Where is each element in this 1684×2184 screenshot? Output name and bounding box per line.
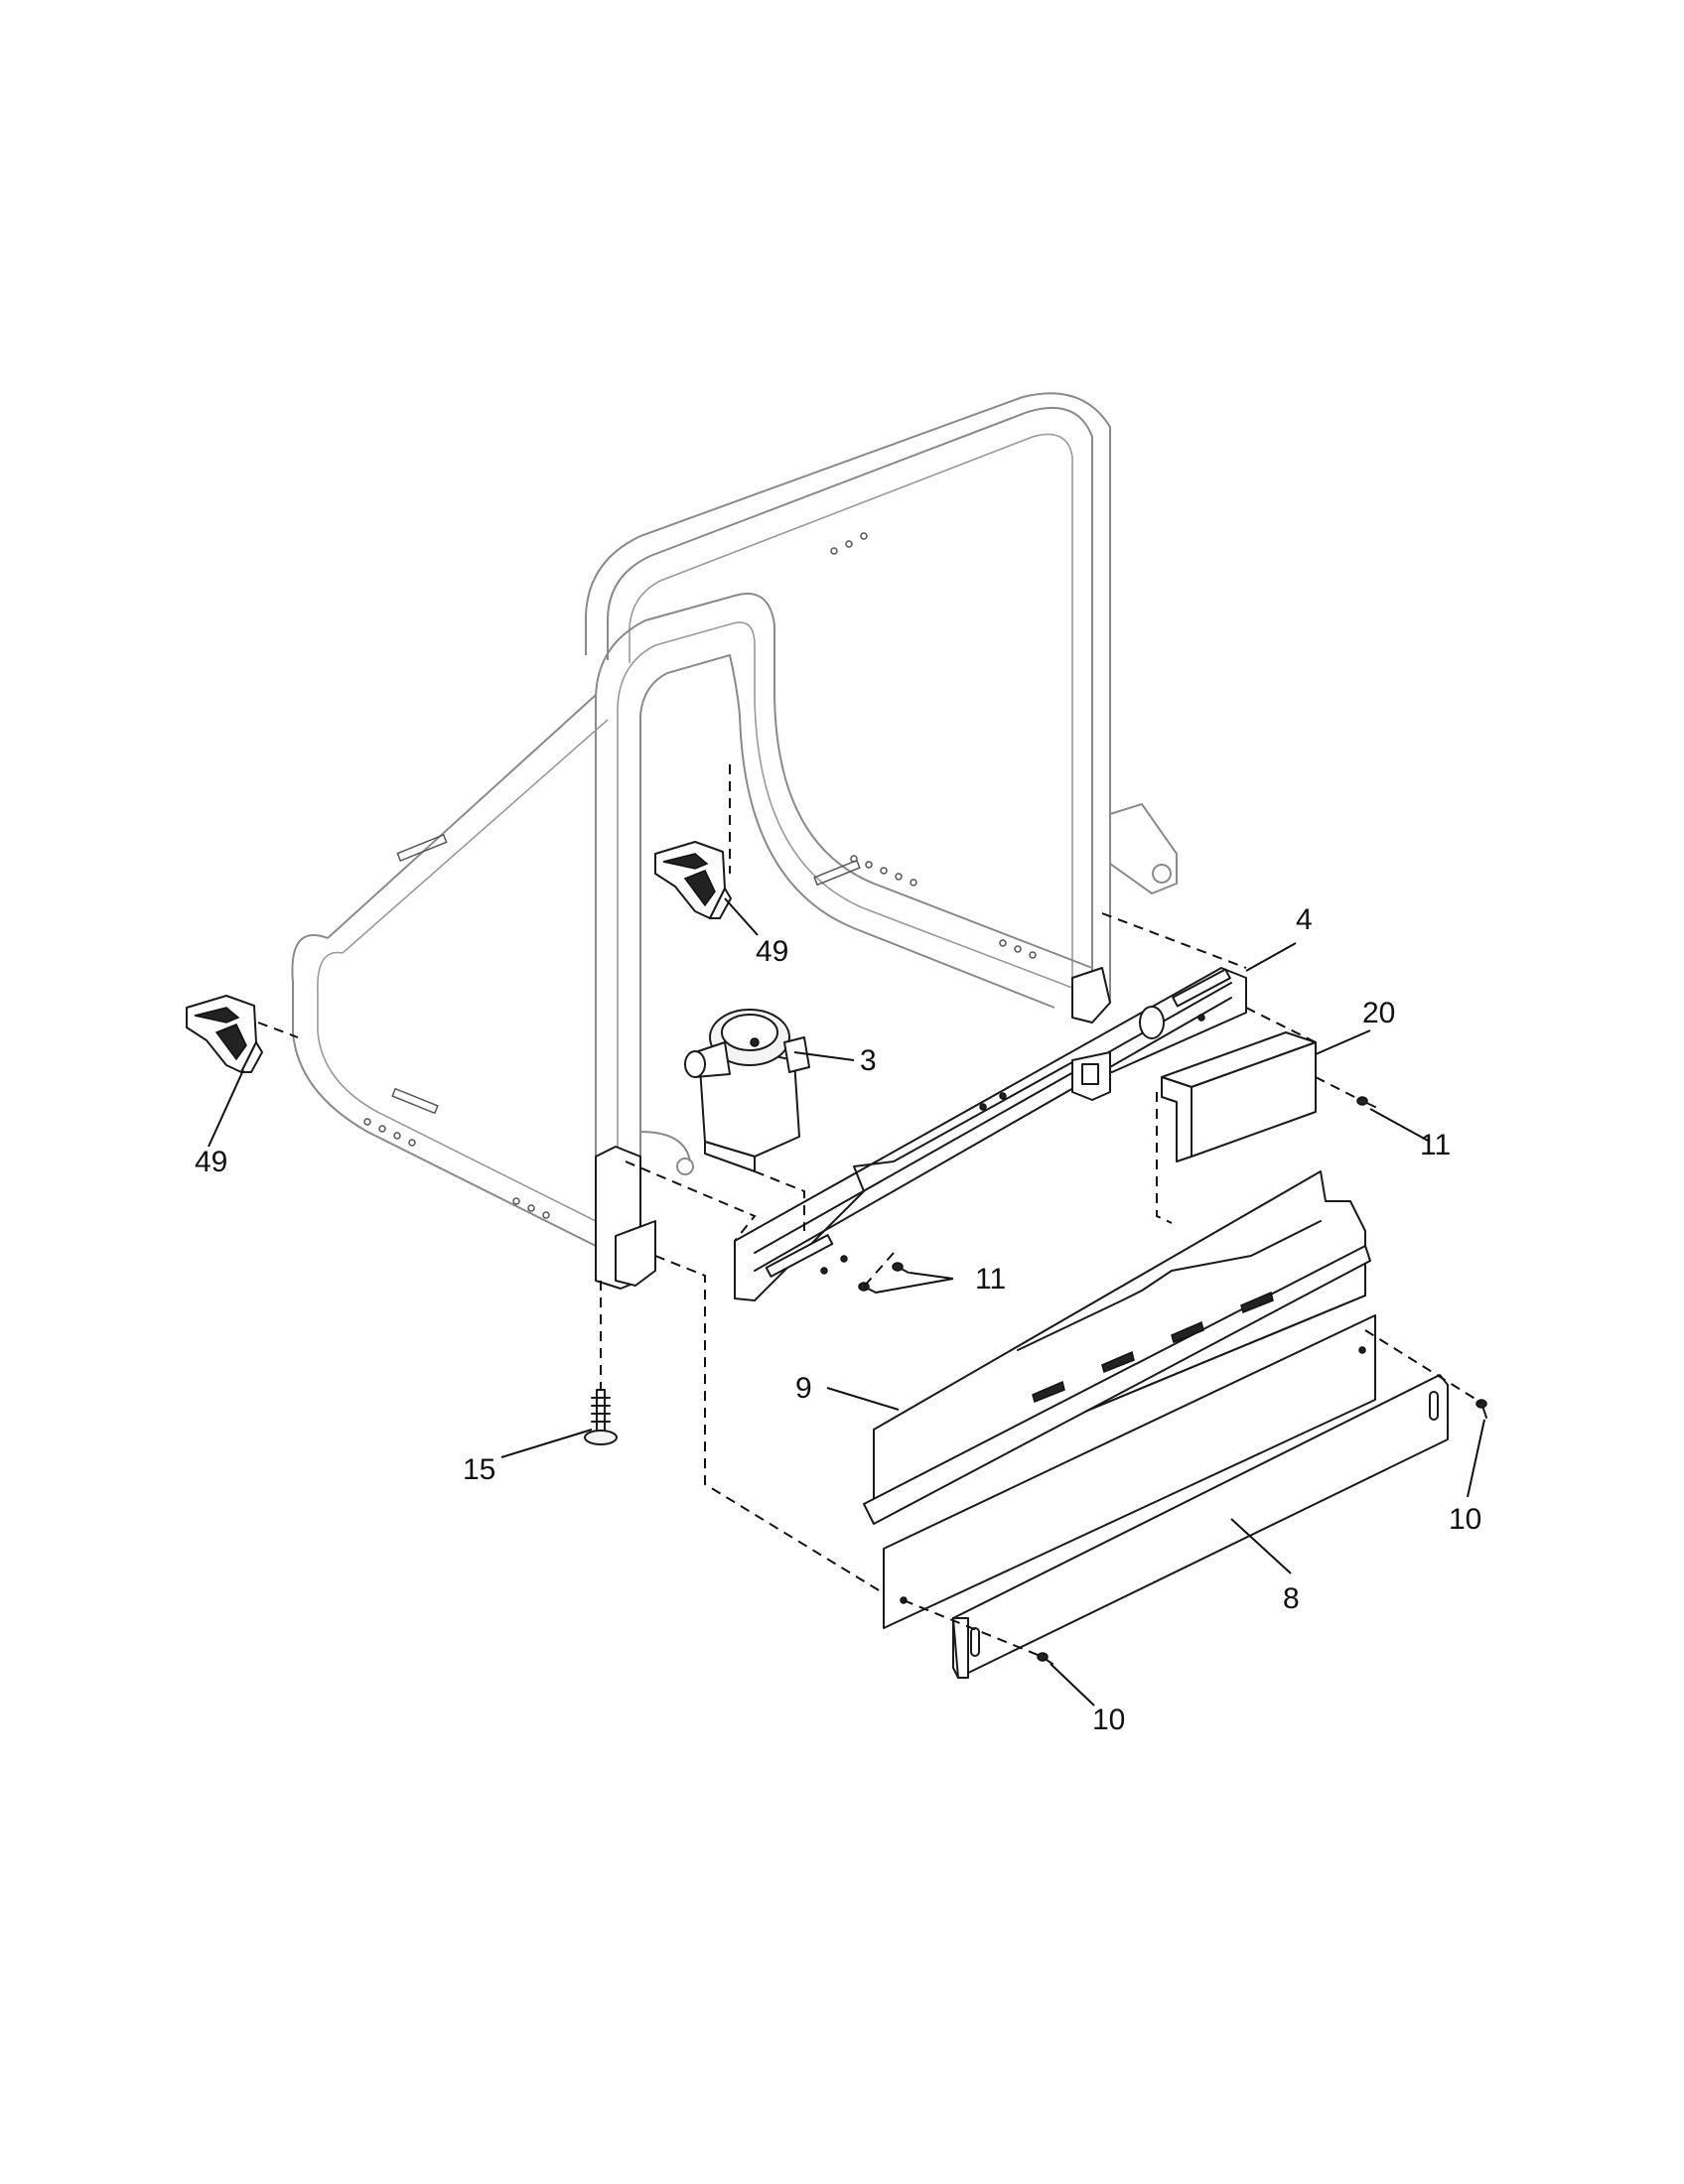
toe-panel [883, 1314, 1449, 1679]
leveling-foot-left [186, 995, 263, 1073]
leader-lines [208, 897, 1485, 1706]
callout-15: 15 [463, 1453, 495, 1486]
leveling-foot-upper [654, 841, 732, 919]
callout-8: 8 [1283, 1582, 1300, 1615]
callout-11-right: 11 [1420, 1129, 1451, 1161]
callout-9: 9 [795, 1372, 812, 1405]
alignment-lines [257, 764, 1482, 1658]
callout-20: 20 [1362, 997, 1395, 1029]
screw-10-right [1475, 1399, 1487, 1419]
screw-11-lower-a [892, 1262, 910, 1274]
callout-11-lower: 11 [975, 1263, 1006, 1296]
callout-10-bottom: 10 [1092, 1704, 1125, 1736]
callout-49-left: 49 [195, 1146, 227, 1178]
water-valve [684, 1009, 810, 1172]
callout-4: 4 [1296, 903, 1313, 936]
screw-11-right [1356, 1096, 1376, 1108]
baffle-panel [863, 1170, 1371, 1525]
callout-49-upper: 49 [756, 935, 788, 968]
channel-cover [1161, 1031, 1317, 1162]
screw-10-bottom [1037, 1652, 1053, 1665]
front-rail-bracket [734, 967, 1247, 1301]
callout-10-right: 10 [1449, 1503, 1481, 1536]
leveling-leg [584, 1389, 618, 1445]
callout-3: 3 [860, 1044, 877, 1077]
tub-frame [291, 392, 1178, 1290]
screw-11-lower-b [858, 1282, 877, 1294]
